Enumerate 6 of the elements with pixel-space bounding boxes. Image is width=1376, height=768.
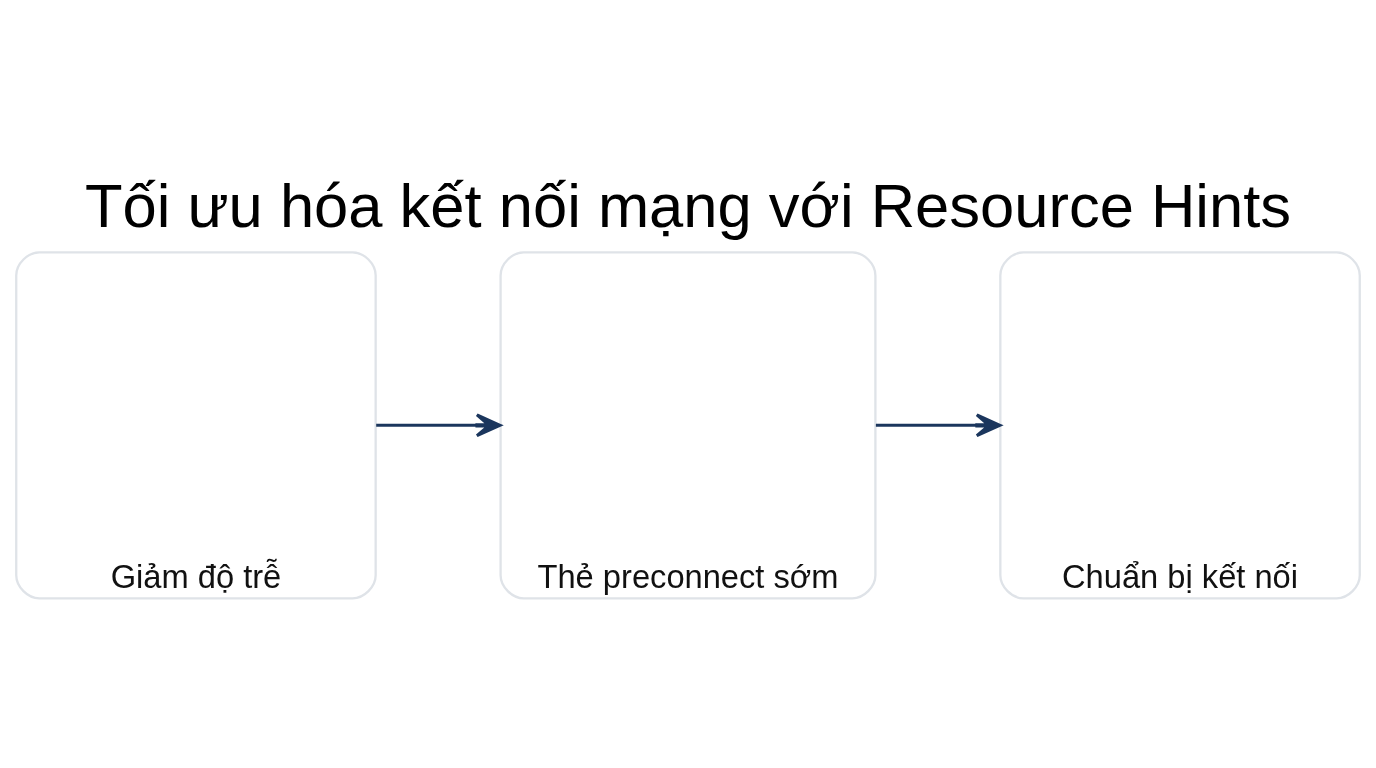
node-box: Giảm độ trễ — [15, 251, 377, 600]
arrow — [376, 413, 502, 438]
node-box: Chuẩn bị kết nối — [999, 251, 1361, 600]
diagram-title: Tối ưu hóa kết nối mạng với Resource Hints — [84, 170, 1292, 240]
arrow — [875, 413, 1002, 438]
node-box: Thẻ preconnect sớm — [499, 251, 877, 600]
